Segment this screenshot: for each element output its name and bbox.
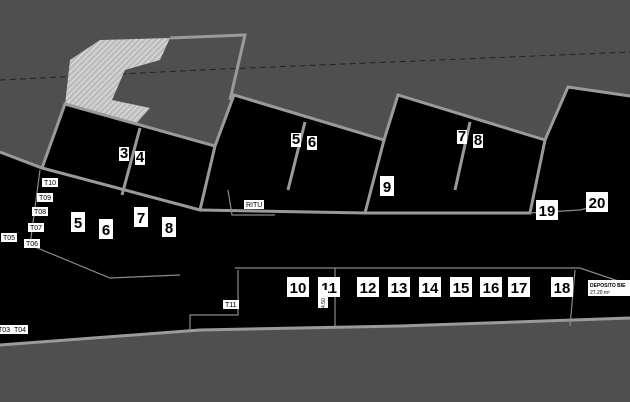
deposit-label: DEPOSITO BIE 27.20 m² [588, 280, 630, 296]
hatched-area [65, 38, 170, 125]
unit-label-bg [586, 192, 608, 212]
unit-label-bg [380, 176, 394, 196]
unit-label-bg [450, 277, 472, 297]
unit-number: 17 [511, 280, 528, 297]
unit-number: 7 [137, 210, 145, 227]
deposit-area: 27.20 m² [590, 290, 610, 296]
tag-bg [28, 223, 44, 232]
unit-number: 13 [391, 280, 408, 297]
unit-label-bg [71, 212, 85, 232]
unit-number: 7 [458, 128, 466, 145]
unit-label-bg [457, 130, 467, 144]
unit-number: 8 [474, 132, 482, 149]
unit-number: 6 [308, 134, 316, 151]
property-line [0, 51, 630, 81]
dimension-label: 4.50 [318, 290, 328, 308]
tag-text: T05 [3, 235, 15, 242]
unit-label-bg [287, 277, 309, 297]
unit-label-bg [508, 277, 530, 297]
tag-bg [12, 325, 28, 334]
unit-number: 4 [136, 149, 145, 166]
tag-text: T11 [225, 302, 237, 309]
tag-bg [1, 233, 17, 242]
unit-label-bg [162, 217, 176, 237]
tag-bg [32, 207, 48, 216]
unit-label-bg [99, 219, 113, 239]
unit-label-bg [388, 277, 410, 297]
unit-number: 8 [165, 220, 173, 237]
unit-number: 20 [589, 195, 606, 212]
dimension-value: 4.50 [321, 298, 327, 308]
unit-number: 3 [120, 145, 128, 162]
unit-number: 5 [292, 131, 300, 148]
tag-text: RITU [246, 202, 262, 209]
unit-number: 5 [74, 215, 82, 232]
tag-bg [0, 325, 12, 334]
unit-label-bg [357, 277, 379, 297]
unit-number: 6 [102, 222, 110, 239]
unit-number: 19 [539, 203, 556, 220]
unit-number: 10 [290, 280, 307, 297]
unit-label-bg [119, 147, 129, 161]
tag-bg [223, 300, 239, 309]
unit-number: 15 [453, 280, 470, 297]
unit-number: 18 [554, 280, 571, 297]
unit-label-bg [536, 200, 558, 220]
unit-label-bg [419, 277, 441, 297]
unit-number: 16 [483, 280, 500, 297]
tag-bg [42, 178, 58, 187]
bottom-exterior [0, 318, 630, 402]
unit-label-bg [551, 277, 573, 297]
tag-text: T03 [0, 327, 10, 334]
unit-number: 14 [422, 280, 439, 297]
tag-bg [37, 193, 53, 202]
deposit-name: DEPOSITO BIE [590, 283, 626, 289]
tag-text: T10 [44, 180, 56, 187]
unit-label-bg [307, 136, 317, 150]
unit-label-bg [134, 207, 148, 227]
unit-number: 9 [383, 179, 391, 196]
tag-text: T07 [30, 225, 42, 232]
unit-number: 12 [360, 280, 377, 297]
tag-text: T04 [14, 327, 26, 334]
unit-label-bg [291, 133, 301, 147]
unit-label-bg [135, 151, 145, 165]
tag-text: T06 [26, 241, 38, 248]
tag-text: T08 [34, 209, 46, 216]
tag-bg [24, 239, 40, 248]
tag-bg [244, 200, 264, 209]
tag-text: T09 [39, 195, 51, 202]
unit-label-bg [473, 134, 483, 148]
building-interior [0, 87, 630, 345]
unit-label-bg [480, 277, 502, 297]
